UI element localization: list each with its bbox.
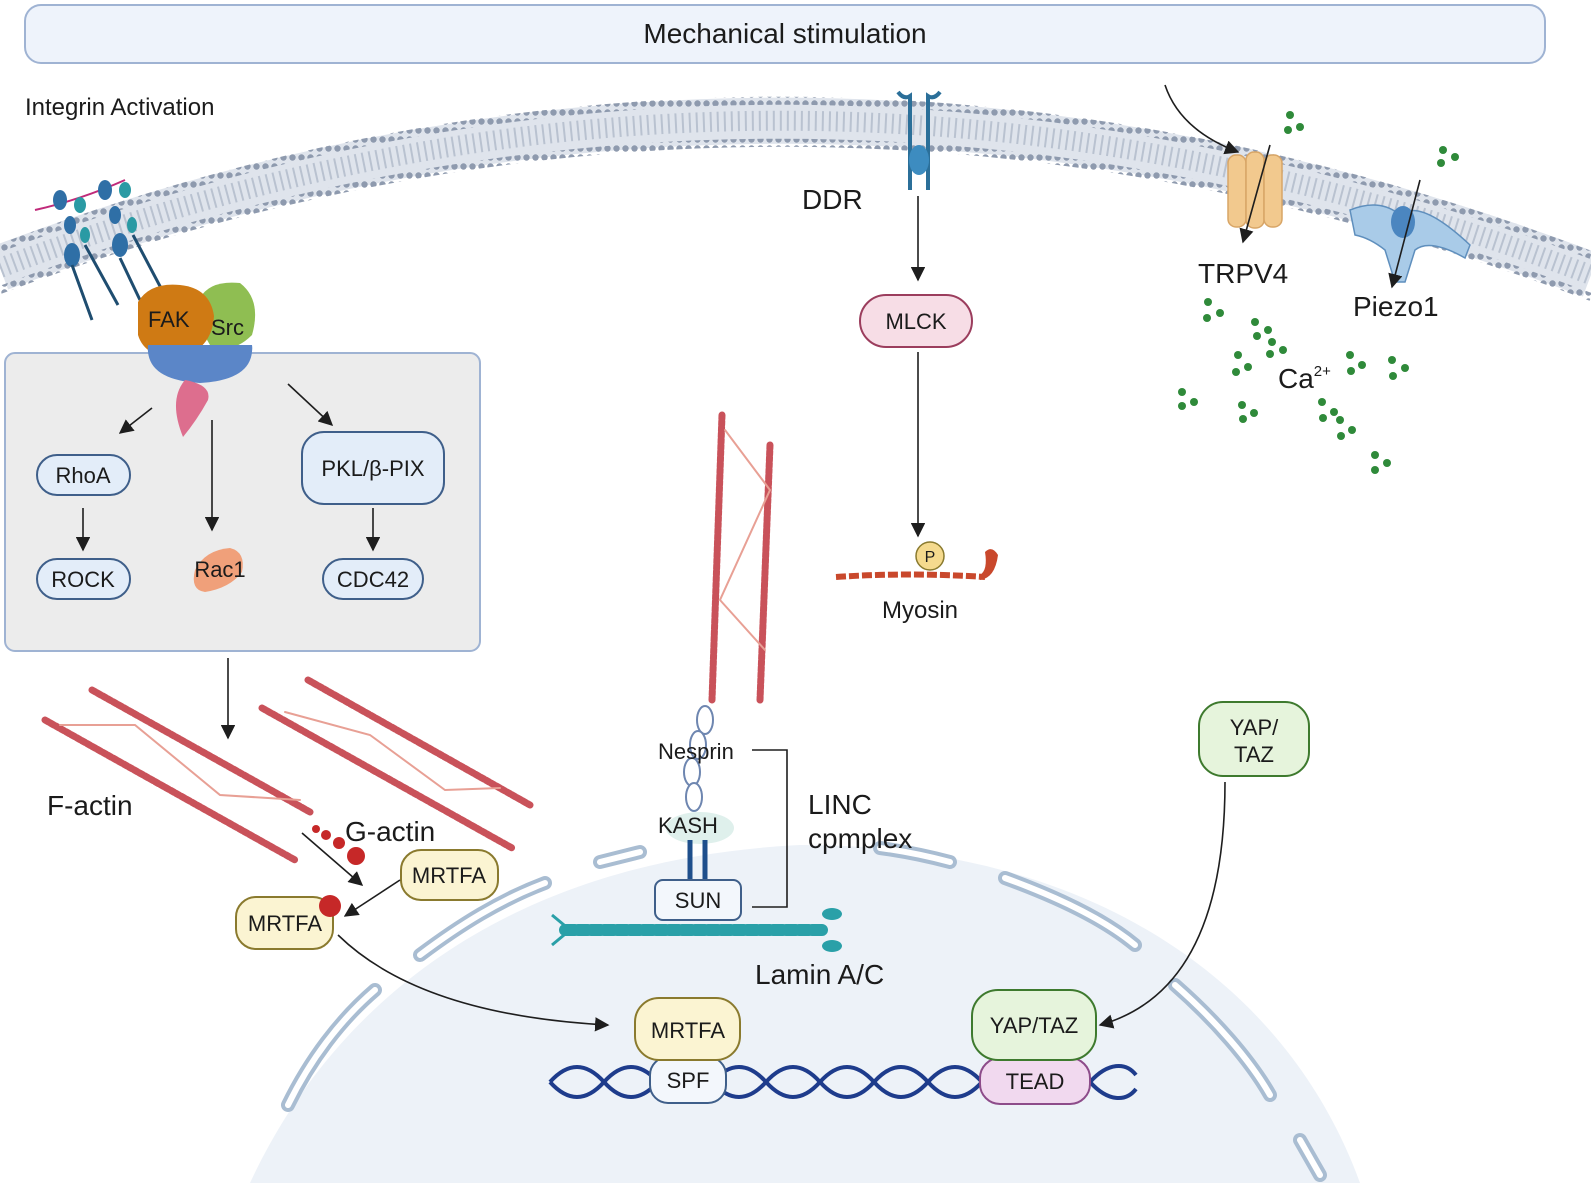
banner-title: Mechanical stimulation: [643, 18, 926, 49]
mrtfa-free-label: MRTFA: [412, 863, 486, 888]
pkl-beta-pix-box: PKL/β-PIX: [301, 431, 445, 505]
piezo1-channel: [1349, 204, 1471, 283]
calcium-ions: [1178, 111, 1459, 474]
linc-bracket: [752, 749, 788, 908]
trpv4-label: TRPV4: [1198, 258, 1288, 289]
g-actin: [312, 825, 365, 865]
integrin-receptors: [34, 179, 164, 321]
arrow-piezo1-influx: [1388, 179, 1421, 289]
lamin-label: Lamin A/C: [755, 959, 884, 990]
linc-label-line1: LINC: [808, 789, 872, 820]
rhoa-box: RhoA: [36, 454, 131, 496]
tead-box: TEAD: [979, 1057, 1091, 1105]
mrtfa-nuclear-label: MRTFA: [651, 1018, 725, 1043]
mlck-box: MLCK: [859, 294, 973, 348]
arrow-fak-rhoa: [118, 407, 153, 434]
tead-label: TEAD: [1006, 1069, 1065, 1094]
trpv4-channel: [1227, 151, 1283, 229]
rock-label: ROCK: [51, 567, 115, 592]
cell-membrane: [0, 96, 1591, 301]
yaptaz-cyto-line1: YAP/: [1230, 715, 1279, 740]
phospho-label: P: [925, 549, 936, 566]
calcium-label: Ca2+: [1278, 363, 1331, 394]
arrow-mrtfa-binding: [343, 879, 401, 917]
f-actin-fibers: [41, 676, 534, 864]
kash: [666, 812, 734, 844]
ddr-receptor: [896, 90, 942, 190]
sun-label: SUN: [675, 888, 721, 913]
ddr-label: DDR: [802, 184, 863, 215]
nesprin: [683, 705, 714, 812]
actin-stress-fiber-vertical: [708, 411, 774, 704]
rac1-label: Rac1: [194, 557, 245, 582]
cdc42-label: CDC42: [337, 567, 409, 592]
integrin-activation-label: Integrin Activation: [25, 94, 214, 121]
mlck-label: MLCK: [885, 309, 946, 334]
linc-label-line2: cpmplex: [808, 823, 912, 854]
myosin-label: Myosin: [882, 597, 958, 624]
f-actin-label: F-actin: [47, 790, 133, 821]
cdc42-box: CDC42: [322, 558, 424, 600]
yaptaz-cyto-line2: TAZ: [1234, 742, 1274, 767]
mrtfa-nuclear-box: MRTFA: [634, 997, 741, 1061]
arrow-stimulus-trpv4: [1164, 84, 1240, 155]
piezo1-label: Piezo1: [1353, 291, 1439, 322]
arrow-mrtfa-nucleus: [337, 934, 610, 1032]
rhoa-label: RhoA: [55, 463, 110, 488]
pkl-label: PKL/β-PIX: [321, 456, 424, 481]
arrow-yaptaz-nucleus: [1098, 781, 1226, 1029]
spf-label: SPF: [667, 1068, 710, 1093]
myosin: P: [835, 541, 998, 580]
sun-box: SUN: [654, 879, 742, 921]
lamin-a-c: [551, 908, 842, 952]
nesprin-label: Nesprin: [658, 739, 734, 764]
yaptaz-nuclear-box: YAP/TAZ: [971, 989, 1097, 1061]
arrow-fak-pkl: [287, 383, 334, 426]
mrtfa-bound-label: MRTFA: [248, 911, 322, 936]
mrtfa-bound-box: MRTFA: [235, 895, 341, 950]
g-actin-label: G-actin: [345, 816, 435, 847]
src-label: Src: [211, 315, 244, 340]
kash-label: KASH: [658, 813, 718, 838]
rac1-shape: [193, 548, 243, 592]
arrow-trpv4-influx: [1239, 144, 1271, 244]
mechanical-stimulation-banner: [24, 4, 1546, 64]
yaptaz-nuclear-label: YAP/TAZ: [990, 1013, 1078, 1038]
mrtfa-free-box: MRTFA: [400, 849, 499, 901]
arrow-gactin-mrtfa: [301, 832, 364, 886]
rock-box: ROCK: [36, 558, 131, 600]
spf-box: SPF: [649, 1056, 727, 1104]
fak-label: FAK: [148, 307, 190, 332]
yaptaz-cytoplasmic-box: YAP/ TAZ: [1198, 701, 1310, 777]
